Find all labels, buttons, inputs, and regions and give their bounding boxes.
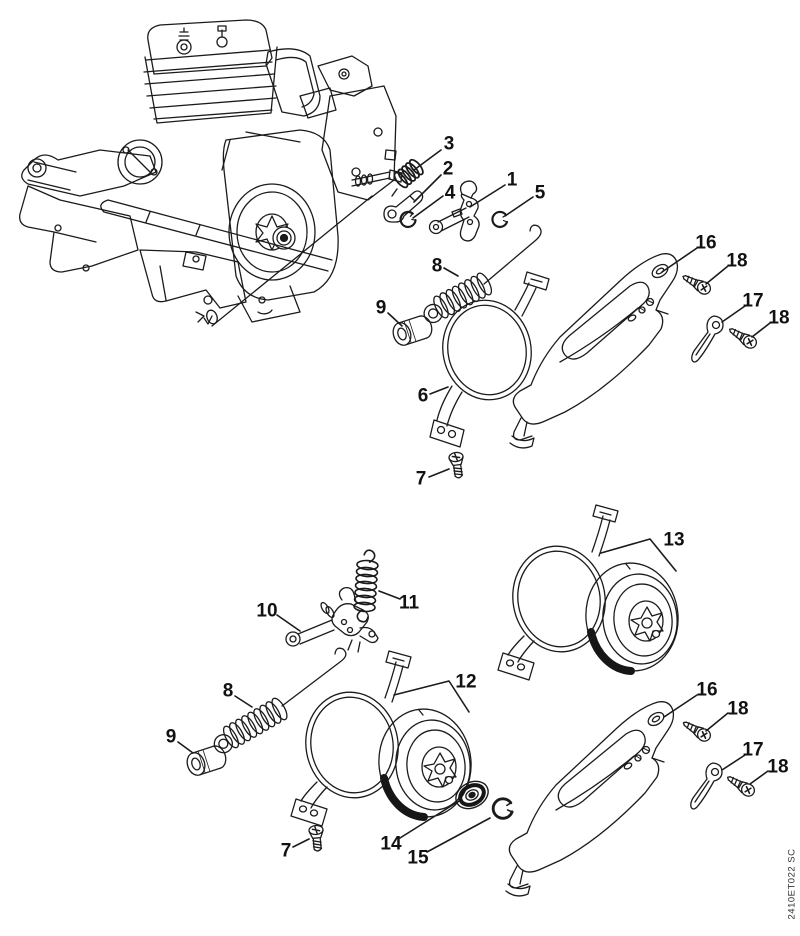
- callout-18-top-b: 18: [768, 307, 790, 329]
- callout-6: 6: [417, 385, 429, 407]
- callout-18-bottom-b: 18: [767, 756, 789, 778]
- part-linkage-1: [428, 180, 480, 242]
- part-screw-18-top-a: [679, 270, 714, 298]
- part-band-drum-13: [498, 505, 683, 680]
- figure-code-watermark: 2410ET022 SC: [786, 848, 798, 920]
- callout-16-bottom: 16: [696, 679, 718, 701]
- part-eclip-5: [491, 210, 509, 229]
- part-handguard-16-top: [509, 253, 679, 449]
- part-lever-17-top: [691, 315, 724, 363]
- callout-17-bottom: 17: [742, 739, 764, 761]
- part-bushing-9-top: [389, 312, 436, 349]
- part-bearing-14: [455, 780, 489, 810]
- part-spring-8-bottom: [213, 647, 347, 754]
- callout-7-bottom: 7: [280, 840, 292, 862]
- callout-18-bottom-a: 18: [727, 698, 749, 720]
- part-handguard-16-bottom: [505, 701, 675, 897]
- part-lever-2: [383, 190, 424, 223]
- part-spring-8-top: [423, 224, 542, 324]
- callout-5: 5: [534, 182, 546, 204]
- callout-11: 11: [398, 592, 420, 614]
- part-bushing-9-bottom: [183, 742, 230, 779]
- callout-16-top: 16: [695, 232, 717, 254]
- callout-4: 4: [444, 182, 456, 204]
- engine-assembly: [19, 19, 403, 327]
- callout-10: 10: [256, 600, 278, 622]
- part-eclip-15: [491, 797, 514, 820]
- callout-13: 13: [663, 529, 685, 551]
- leader-lines: [177, 149, 771, 853]
- callout-18-top-a: 18: [726, 250, 748, 272]
- part-brakeband-6: [429, 271, 550, 448]
- part-screw-18-bottom-b: [723, 771, 758, 800]
- callout-14: 14: [380, 833, 402, 855]
- callout-1: 1: [506, 169, 518, 191]
- callout-12: 12: [455, 671, 477, 693]
- leader-brackets: [393, 538, 677, 713]
- part-linkage-10: [285, 586, 379, 653]
- part-band-drum-12: [291, 651, 476, 826]
- callout-9-top: 9: [375, 297, 387, 319]
- callout-8-bottom: 8: [222, 680, 234, 702]
- part-screw-7-top: [447, 450, 467, 480]
- callout-15: 15: [407, 847, 429, 869]
- part-lever-17-bottom: [690, 762, 723, 810]
- part-spring-3: [391, 158, 424, 197]
- callout-8-top: 8: [431, 255, 443, 277]
- callout-3: 3: [443, 133, 455, 155]
- part-screw-18-top-b: [725, 323, 760, 352]
- callout-9-bottom: 9: [165, 726, 177, 748]
- callout-17-top: 17: [742, 290, 764, 312]
- callout-7-top: 7: [415, 468, 427, 490]
- part-screw-7-bottom: [307, 824, 326, 853]
- callout-2: 2: [442, 158, 454, 180]
